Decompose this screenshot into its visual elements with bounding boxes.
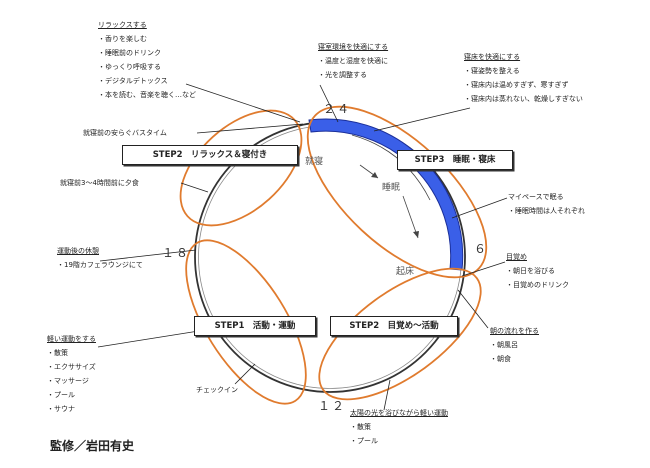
note-after-title: 運動後の休憩 (57, 247, 99, 255)
label-bedtime: 就寝 (305, 157, 324, 167)
note-morning-item: ・朝風呂 (490, 341, 518, 349)
note-relax-item: ・香りを楽しむ (98, 35, 147, 43)
note-sun-item: ・プール (350, 437, 378, 445)
note-mypace: マイペースで眠る ・睡眠時間は人それぞれ (508, 190, 585, 218)
note-exercise-item: ・プール (47, 391, 75, 399)
supervisor-credit: 監修／岩田有史 (50, 439, 135, 453)
note-exercise-item: ・サウナ (47, 405, 75, 413)
note-wake-item: ・目覚めのドリンク (506, 281, 569, 289)
line-mypace (451, 197, 508, 219)
note-bed-item: ・寝床内は温めすぎず、寒すぎず (464, 81, 569, 89)
clock-12: １２ (318, 399, 347, 413)
clock-6: ６ (474, 242, 489, 256)
note-relax-item: ・デジタルデトックス (98, 77, 168, 85)
ellipse-relax (179, 109, 303, 227)
note-wake: 目覚め ・朝日を浴びる ・目覚めのドリンク (506, 250, 569, 292)
note-relax-title: リラックスする (98, 21, 147, 29)
line-after (99, 249, 197, 262)
note-exercise-item: ・エクササイズ (47, 363, 96, 371)
clock-18: １８ (162, 246, 191, 260)
note-bed: 寝床を快適にする ・寝姿勢を整える ・寝床内は温めすぎず、寒すぎず ・寝床内は蒸… (464, 50, 583, 106)
note-morning-item: ・朝食 (490, 355, 511, 363)
note-exercise-item: ・マッサージ (47, 377, 89, 385)
sleep-arrow-2-head (413, 231, 419, 238)
note-bed-title: 寝床を快適にする (464, 53, 521, 61)
line-checkin (234, 363, 256, 385)
note-exercise: 軽い運動をする ・散策 ・エクササイズ ・マッサージ ・プール ・サウナ (47, 332, 96, 416)
ellipse-wakeup (318, 267, 482, 401)
note-exercise-title: 軽い運動をする (47, 335, 96, 343)
line-bath (196, 123, 304, 134)
sleep-arrow-1-head (371, 172, 378, 178)
line-relax (185, 83, 301, 123)
note-relax-item: ・睡眠前のドリンク (98, 49, 161, 57)
clock-24: ２４ (323, 102, 352, 116)
note-wake-item: ・朝日を浴びる (506, 267, 555, 275)
note-wake-title: 目覚め (506, 253, 527, 261)
note-room-item: ・温度と湿度を快適に (318, 57, 388, 65)
note-sun-item: ・散策 (350, 423, 371, 431)
note-bath-text: 就寝前の安らぐバスタイム (83, 129, 167, 137)
line-wake (461, 261, 506, 277)
note-room: 寝室環境を快適にする ・温度と湿度を快適に ・光を調整する (318, 40, 388, 82)
line-sun (383, 379, 391, 411)
note-exercise-item: ・散策 (47, 349, 68, 357)
note-relax-item: ・ゆっくり呼吸する (98, 63, 161, 71)
step-sleep-box: STEP3 睡眠・寝床 (397, 150, 513, 170)
sleep-arrow-2 (402, 195, 419, 239)
note-bath: 就寝前の安らぐバスタイム (83, 126, 167, 140)
label-sleep: 睡眠 (382, 183, 401, 193)
line-exercise (97, 329, 206, 348)
note-morning: 朝の流れを作る ・朝風呂 ・朝食 (490, 324, 539, 366)
note-bed-item: ・寝姿勢を整える (464, 67, 520, 75)
line-room (319, 84, 339, 123)
note-sun-title: 太陽の光を浴びながら軽い運動 (350, 409, 448, 417)
note-dinner: 就寝前3～4時間前に夕食 (60, 176, 139, 190)
step-relax-label: STEP2 リラックス＆寝付き (152, 150, 268, 160)
note-after: 運動後の休憩 ・19階カフェラウンジにて (57, 244, 143, 272)
note-dinner-text: 就寝前3～4時間前に夕食 (60, 179, 139, 187)
step-active-label: STEP1 活動・運動 (214, 321, 296, 331)
line-dinner (180, 182, 209, 193)
step-sleep-label: STEP3 睡眠・寝床 (414, 155, 496, 165)
note-morning-title: 朝の流れを作る (490, 327, 539, 335)
note-room-item: ・光を調整する (318, 71, 367, 79)
note-room-title: 寝室環境を快適にする (318, 43, 389, 51)
step-relax-box: STEP2 リラックス＆寝付き (122, 145, 298, 165)
note-mypace-item: ・睡眠時間は人それぞれ (508, 207, 585, 215)
note-after-item: ・19階カフェラウンジにて (57, 261, 143, 269)
note-checkin: チェックイン (196, 383, 238, 397)
step-active-box: STEP1 活動・運動 (194, 316, 316, 336)
note-relax-item: ・本を読む、音楽を聴く…など (98, 91, 196, 99)
sleep-arc (308, 118, 464, 271)
step-wakeup-box: STEP2 目覚め～活動 (330, 316, 458, 336)
ellipse-active (185, 239, 307, 405)
note-relax: リラックスする ・香りを楽しむ ・睡眠前のドリンク ・ゆっくり呼吸する ・デジタ… (98, 18, 196, 102)
line-bed (373, 107, 471, 132)
note-bed-item: ・寝床内は蒸れない、乾燥しすぎない (464, 95, 583, 103)
note-sun: 太陽の光を浴びながら軽い運動 ・散策 ・プール (350, 406, 448, 448)
step-wakeup-label: STEP2 目覚め～活動 (349, 321, 439, 331)
label-rise: 起床 (396, 267, 415, 277)
note-mypace-title: マイペースで眠る (508, 193, 564, 201)
line-morning (457, 289, 489, 329)
note-checkin-text: チェックイン (196, 386, 238, 394)
